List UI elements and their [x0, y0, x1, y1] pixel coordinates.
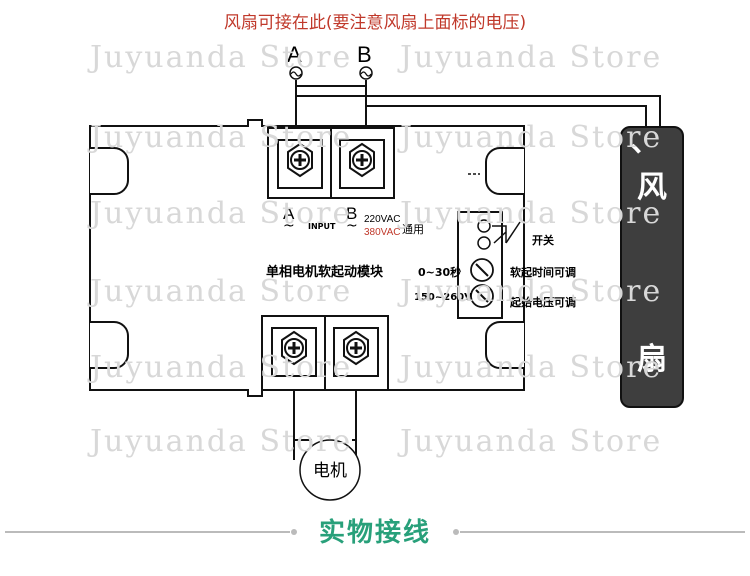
module-a-label: A [283, 204, 295, 223]
output-screw-left [281, 330, 307, 366]
time-range-label: 0~30秒 [418, 266, 462, 279]
fan-separator: 、 [630, 124, 660, 159]
module-b-ac-symbol: ~ [346, 218, 358, 234]
voltage-220-label: 220VAC [364, 214, 401, 225]
module-b-label: B [346, 204, 358, 223]
footer-divider [5, 529, 745, 535]
universal-label: 通用 [402, 223, 424, 236]
voltage-range-label: 150~260V [414, 292, 472, 303]
input-screw-a [287, 142, 313, 178]
input-terminal-block [267, 127, 395, 199]
output-terminal-block [261, 315, 389, 391]
module-body [89, 119, 525, 397]
motor-label: 电机 [313, 461, 347, 481]
module-title: 单相电机软起动模块 [266, 265, 384, 280]
start-voltage-label: 起始电压可调 [510, 296, 576, 309]
motor-circle [299, 439, 361, 501]
control-panel [457, 211, 521, 319]
terminal-b-label: B [357, 42, 372, 67]
voltage-380-label: 380VAC [364, 227, 401, 238]
input-screw-b [349, 142, 375, 178]
fan-box: 、 风 扇 [620, 124, 684, 408]
fan-char-2: 扇 [637, 342, 667, 377]
footer-title: 实物接线 [318, 518, 431, 548]
output-screw-right [343, 330, 369, 366]
module-a-ac-symbol: ~ [283, 218, 295, 234]
fan-wiring-note: 风扇可接在此(要注意风扇上面标的电压) [223, 13, 527, 33]
fan-char-1: 风 [637, 170, 667, 205]
input-label: INPUT [308, 222, 336, 231]
fan-wires [295, 80, 661, 128]
switch-label: 开关 [532, 234, 554, 247]
terminal-a-label: A [287, 42, 302, 67]
soft-start-time-label: 软起时间可调 [510, 266, 576, 279]
